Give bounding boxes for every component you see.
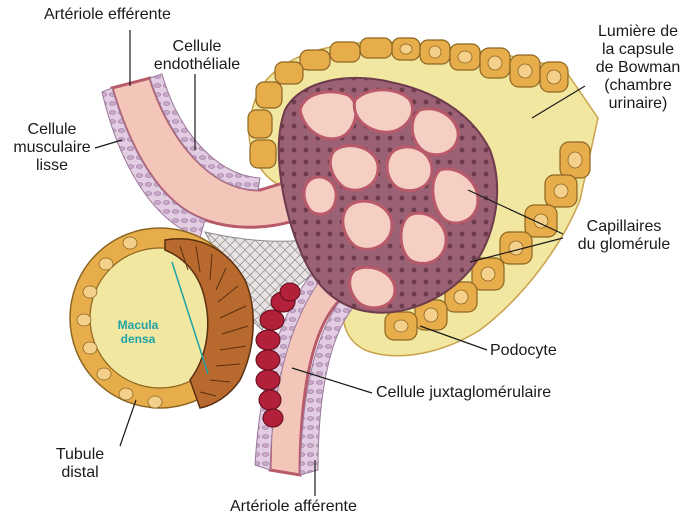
- label-cellule-endotheliale: Cellule endothéliale: [150, 38, 244, 74]
- label-capillaires: Capillaires du glomérule: [560, 218, 688, 254]
- label-lumiere-capsule: Lumière de la capsule de Bowman (chambre…: [582, 23, 694, 113]
- label-cellule-musculaire: Cellule musculaire lisse: [6, 121, 98, 175]
- label-tubule-distal: Tubule distal: [40, 446, 120, 482]
- label-juxtaglomerulaire: Cellule juxtaglomérulaire: [376, 384, 551, 402]
- label-arteriole-afferente: Artériole afférente: [230, 498, 357, 516]
- label-podocyte: Podocyte: [490, 342, 557, 360]
- label-arteriole-efferente: Artériole efférente: [44, 6, 171, 24]
- label-macula-densa: Macula densa: [110, 318, 166, 346]
